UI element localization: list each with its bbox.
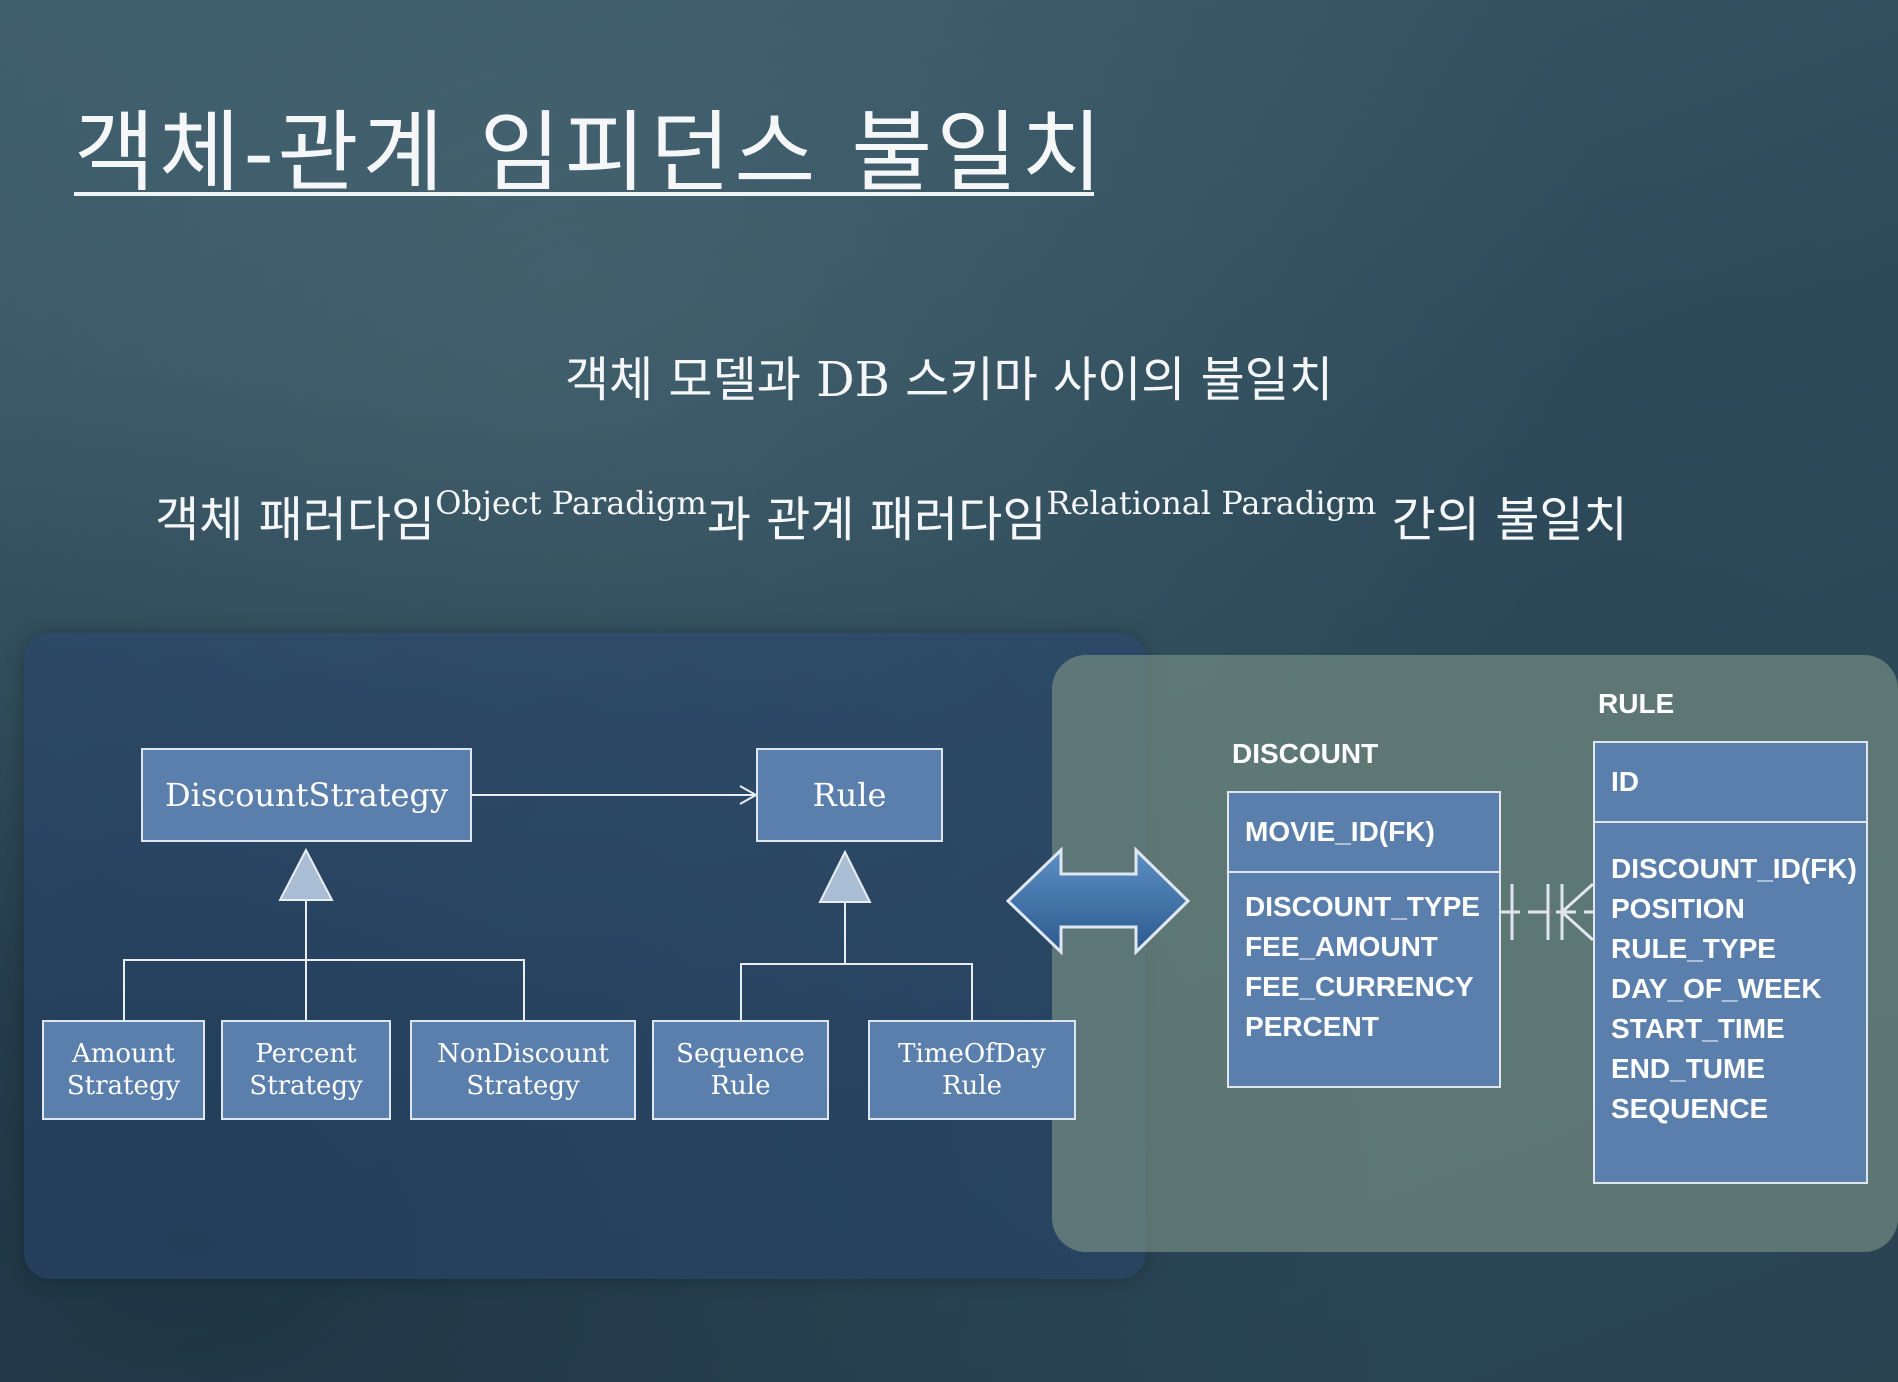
title-underline: [74, 192, 1094, 196]
column-start-time: START_TIME: [1611, 1013, 1785, 1044]
subtitle-paradigm-mismatch: 객체 패러다임Object Paradigm과 관계 패러다임Relationa…: [155, 480, 1628, 550]
column-sequence: SEQUENCE: [1611, 1093, 1769, 1124]
table-rule-columns: DISCOUNT_ID(FK) POSITION RULE_TYPE DAY_O…: [1595, 823, 1866, 1143]
class-nondiscount-strategy-line1: NonDiscount: [437, 1039, 609, 1069]
class-sequence-rule-line1: Sequence: [676, 1039, 805, 1069]
column-end-time: END_TUME: [1611, 1053, 1766, 1084]
column-fee-amount: FEE_AMOUNT: [1245, 931, 1438, 962]
table-discount-columns: DISCOUNT_TYPE FEE_AMOUNT FEE_CURRENCY PE…: [1229, 873, 1499, 1061]
class-timeofday-rule-line1: TimeOfDay: [898, 1039, 1046, 1069]
table-discount-key: MOVIE_ID(FK): [1229, 793, 1499, 873]
column-rule-type: RULE_TYPE: [1611, 933, 1776, 964]
subtitle2-part3: 간의 불일치: [1376, 492, 1628, 548]
table-rule: ID DISCOUNT_ID(FK) POSITION RULE_TYPE DA…: [1593, 741, 1868, 1184]
column-fee-currency: FEE_CURRENCY: [1245, 971, 1474, 1002]
class-discount-strategy: DiscountStrategy: [141, 748, 472, 842]
inheritance-triangle-rule: [818, 849, 872, 903]
slide-title: 객체-관계 임피던스 불일치: [74, 101, 1107, 204]
subtitle-schema-mismatch: 객체 모델과 DB 스키마 사이의 불일치: [564, 352, 1334, 408]
subtitle2-sup2: Relational Paradigm: [1046, 484, 1377, 522]
column-position: POSITION: [1611, 893, 1745, 924]
class-percent-strategy-line2: Strategy: [249, 1071, 363, 1101]
erd-crowfoot-top: [1560, 882, 1595, 914]
table-rule-key: ID: [1595, 743, 1866, 823]
column-day-of-week: DAY_OF_WEEK: [1611, 973, 1822, 1004]
subtitle2-sup1: Object Paradigm: [435, 484, 707, 522]
table-discount: MOVIE_ID(FK) DISCOUNT_TYPE FEE_AMOUNT FE…: [1227, 791, 1501, 1088]
inheritance-triangle-discount: [278, 847, 334, 901]
class-amount-strategy-line2: Strategy: [66, 1071, 181, 1101]
class-sequence-rule-line2: Rule: [710, 1071, 771, 1101]
object-model-panel: [24, 633, 1146, 1279]
class-timeofday-rule-line2: Rule: [941, 1071, 1002, 1101]
erd-crowfoot-bottom: [1560, 910, 1595, 942]
mapping-double-arrow-icon: [1005, 846, 1191, 956]
column-discount-id: DISCOUNT_ID(FK): [1611, 853, 1857, 884]
class-nondiscount-strategy-line2: Strategy: [466, 1071, 580, 1101]
table-name-rule: RULE: [1598, 688, 1675, 719]
column-discount-type: DISCOUNT_TYPE: [1245, 891, 1480, 922]
subtitle2-part1: 객체 패러다임: [155, 492, 436, 548]
table-name-discount: DISCOUNT: [1232, 738, 1379, 769]
inheritance-branch-discount: [123, 959, 525, 1020]
class-rule: Rule: [756, 748, 943, 842]
inheritance-branch-rule: [740, 963, 973, 1020]
class-amount-strategy-line1: Amount: [71, 1039, 175, 1069]
class-percent-strategy-line1: Percent: [255, 1039, 357, 1069]
column-percent: PERCENT: [1245, 1011, 1379, 1042]
subtitle2-part2: 과 관계 패러다임: [706, 492, 1047, 548]
